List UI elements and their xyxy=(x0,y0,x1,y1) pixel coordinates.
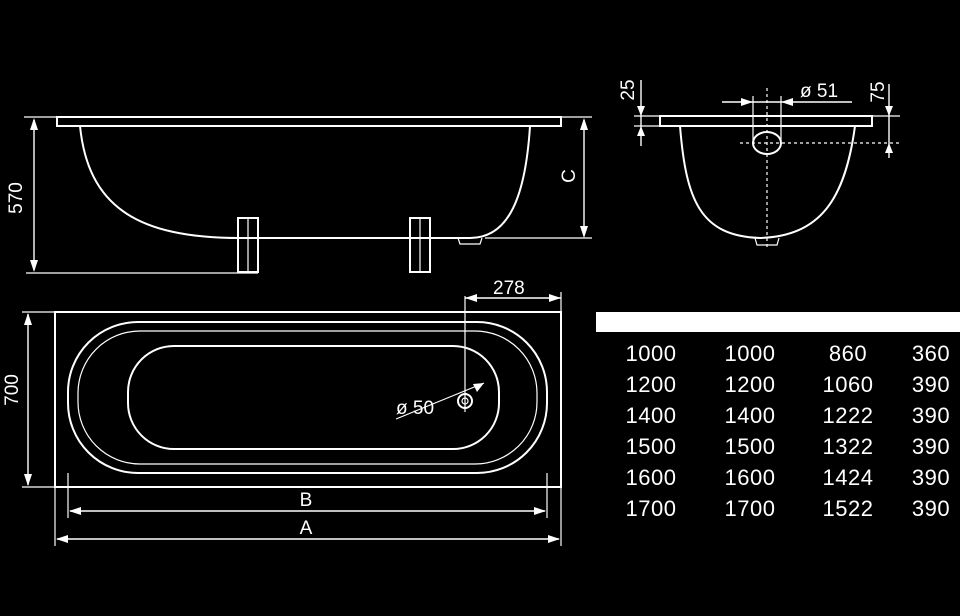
dimension-table-cell: 1222 xyxy=(822,402,874,428)
dimension-278-arrow-left xyxy=(465,294,477,302)
end-view: 25 ø 51 75 xyxy=(618,79,900,250)
end-view-tub-body xyxy=(679,125,856,240)
dimension-table-cell: 1500 xyxy=(625,433,677,459)
dimension-table-row: 1700 1700 1522 390 xyxy=(596,493,960,524)
dimension-c-label: C xyxy=(559,169,580,183)
dimension-278-label: 278 xyxy=(493,278,525,299)
plan-view-inner-rim xyxy=(67,321,548,474)
side-view-rim xyxy=(56,116,562,127)
dimension-table-row: 1200 1200 1060 390 xyxy=(596,369,960,400)
dimension-278-arrow-right xyxy=(549,294,561,302)
end-view-drain xyxy=(754,237,780,246)
dimension-table-cell: 1600 xyxy=(625,464,677,490)
dimension-table-cell: 1600 xyxy=(724,464,776,490)
dimension-d51-arrow-right xyxy=(781,98,793,106)
dimension-table-cell: 1500 xyxy=(724,433,776,459)
dimension-table-cell: 1700 xyxy=(724,495,776,521)
dimension-table-cell: 1522 xyxy=(822,495,874,521)
plan-view-drain-leader-arrow xyxy=(473,383,484,392)
dimension-table-header-bar xyxy=(596,312,960,332)
dimension-table-cell: 1322 xyxy=(822,433,874,459)
dimension-table-cell: 390 xyxy=(911,464,951,490)
dimension-table-row: 1400 1400 1222 390 xyxy=(596,400,960,431)
dimension-570-label: 570 xyxy=(6,182,27,214)
dimension-b-label: B xyxy=(300,490,313,511)
plan-view-inner-rim-2 xyxy=(77,330,538,465)
dimension-table-cell: 390 xyxy=(911,433,951,459)
dimension-b-arrow-right xyxy=(534,507,546,515)
dimension-570-arrow-top xyxy=(30,118,38,130)
dimension-table-cell: 1200 xyxy=(625,371,677,397)
dimension-table-cell: 1400 xyxy=(724,402,776,428)
dimension-75-arrow-top xyxy=(885,106,893,116)
dimension-700-arrow-bottom xyxy=(24,474,32,486)
dimension-25-label: 25 xyxy=(618,79,639,100)
dimension-table-cell: 860 xyxy=(828,340,868,366)
dimension-a-arrow-right xyxy=(548,535,560,543)
dimension-table-row: 1500 1500 1322 390 xyxy=(596,431,960,462)
dimension-a-label: A xyxy=(300,518,313,539)
dimension-table-cell: 360 xyxy=(911,340,951,366)
dimension-table-cell: 1700 xyxy=(625,495,677,521)
dimension-b-arrow-left xyxy=(69,507,81,515)
dimension-table-cell: 1000 xyxy=(724,340,776,366)
dimension-75-arrow-bottom xyxy=(885,143,893,153)
dimension-d50-label: ø 50 xyxy=(396,398,434,419)
side-view-tub-body xyxy=(79,125,531,239)
dimension-table-cell: 1060 xyxy=(822,371,874,397)
dimension-table: 1000 1000 860 360 1200 1200 1060 390 1400 1400 122… xyxy=(596,312,960,524)
dimension-25-arrow-bottom xyxy=(637,126,645,136)
plan-view-outer-rim xyxy=(54,311,562,488)
dimension-table-cell: 1000 xyxy=(625,340,677,366)
dimension-700-arrow-top xyxy=(24,313,32,325)
dimension-table-cell: 390 xyxy=(911,402,951,428)
dimension-25-arrow-top xyxy=(637,106,645,116)
dimension-table-cell: 390 xyxy=(911,495,951,521)
dimension-570-arrow-bottom xyxy=(30,260,38,272)
plan-view: ø 50 278 700 B A xyxy=(2,278,562,546)
dimension-a-arrow-left xyxy=(56,535,68,543)
plan-view-drain-leader xyxy=(395,382,485,420)
plan-view-basin-floor xyxy=(127,345,500,450)
dimension-d51-label: ø 51 xyxy=(800,81,838,102)
dimension-table-cell: 1424 xyxy=(822,464,874,490)
dimension-table-cell: 390 xyxy=(911,371,951,397)
dimension-table-row: 1000 1000 860 360 xyxy=(596,338,960,369)
end-view-rim xyxy=(659,115,873,127)
dimension-table-body: 1000 1000 860 360 1200 1200 1060 390 1400 1400 122… xyxy=(596,338,960,524)
dimension-table-cell: 1400 xyxy=(625,402,677,428)
dimension-table-row: 1600 1600 1424 390 xyxy=(596,462,960,493)
dimension-75-label: 75 xyxy=(868,81,889,102)
dimension-table-cell: 1200 xyxy=(724,371,776,397)
side-view: 570 C xyxy=(6,116,592,274)
dimension-700-label: 700 xyxy=(2,374,23,406)
dimension-c-arrow-bottom xyxy=(580,226,588,238)
dimension-d51-arrow-left xyxy=(741,98,753,106)
side-view-drain xyxy=(457,237,483,245)
dimension-c-arrow-top xyxy=(580,118,588,130)
